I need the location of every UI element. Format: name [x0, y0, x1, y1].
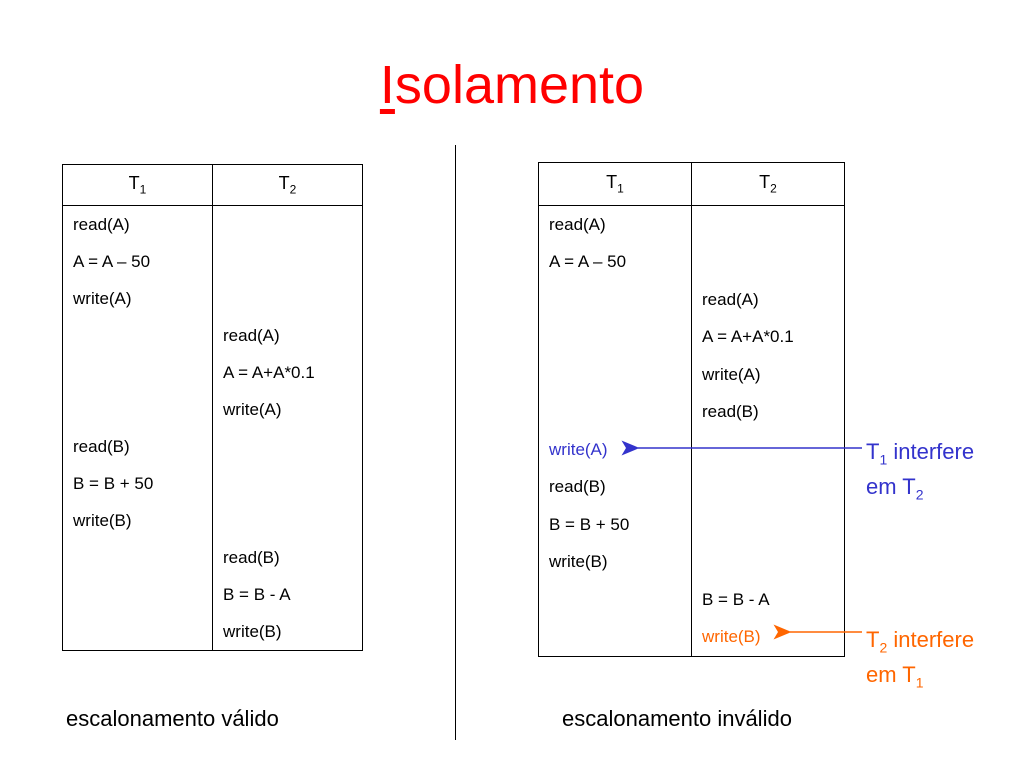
- table-row: write(A): [538, 356, 845, 394]
- cell-t2: write(B): [212, 613, 363, 651]
- cell-t2: B = B - A: [691, 581, 845, 619]
- table-row: read(B): [62, 428, 363, 465]
- cell-t2: [212, 280, 363, 317]
- cell-t2: [691, 468, 845, 506]
- table-row: A = A+A*0.1: [62, 354, 363, 391]
- table-row: write(B): [538, 618, 845, 657]
- cell-t1-conflict: write(A): [538, 431, 692, 469]
- cell-t2: [212, 502, 363, 539]
- cell-t2: [691, 543, 845, 581]
- table-row: B = B + 50: [62, 465, 363, 502]
- cell-t1: [538, 356, 692, 394]
- table-row: B = B + 50: [538, 506, 845, 544]
- cell-t2: B = B - A: [212, 576, 363, 613]
- cell-t1: [538, 281, 692, 319]
- table-row: write(B): [538, 543, 845, 581]
- table-row: read(A): [538, 205, 845, 244]
- title-first-letter: I: [379, 55, 395, 115]
- note-t1-interferes: T1 interfere em T2: [866, 439, 975, 503]
- table-row: B = B - A: [538, 581, 845, 619]
- table-header-row: T1 T2: [538, 162, 845, 206]
- cell-t1: [538, 393, 692, 431]
- table-row: read(A): [62, 205, 363, 243]
- table-row: write(A): [62, 391, 363, 428]
- title-rest: solamento: [394, 55, 645, 115]
- table-row: read(B): [538, 468, 845, 506]
- cell-t1: [62, 613, 213, 651]
- table-row: A = A – 50: [62, 243, 363, 280]
- cell-t1: [538, 318, 692, 356]
- caption-invalid: escalonamento inválido: [562, 706, 792, 731]
- cell-t2: write(A): [691, 356, 845, 394]
- cell-t1: [538, 581, 692, 619]
- table-row: read(B): [538, 393, 845, 431]
- cell-t1: [62, 354, 213, 391]
- table-row: read(A): [62, 317, 363, 354]
- cell-t1: A = A – 50: [538, 243, 692, 281]
- header-t1: T1: [62, 164, 213, 206]
- caption-valid: escalonamento válido: [66, 706, 279, 731]
- table-row: write(B): [62, 502, 363, 539]
- note-t2-interferes: T2 interfere em T1: [866, 627, 975, 691]
- slide-title: Isolamento: [0, 58, 1024, 112]
- cell-t2: A = A+A*0.1: [691, 318, 845, 356]
- table-row: write(A): [62, 280, 363, 317]
- cell-t2: [212, 465, 363, 502]
- table-row: write(B): [62, 613, 363, 651]
- cell-t1: B = B + 50: [538, 506, 692, 544]
- cell-t2: [212, 205, 363, 243]
- cell-t2: read(B): [691, 393, 845, 431]
- cell-t1: [62, 576, 213, 613]
- header-t2: T2: [212, 164, 363, 206]
- invalid-schedule-table: T1 T2 read(A) A = A – 50 read(A) A = A+A…: [538, 162, 845, 657]
- cell-t2: [691, 431, 845, 469]
- table-row: read(A): [538, 281, 845, 319]
- cell-t1: A = A – 50: [62, 243, 213, 280]
- cell-t2: read(A): [212, 317, 363, 354]
- table-row: read(B): [62, 539, 363, 576]
- cell-t2: read(A): [691, 281, 845, 319]
- cell-t2: [691, 243, 845, 281]
- cell-t1: write(B): [62, 502, 213, 539]
- cell-t2: read(B): [212, 539, 363, 576]
- cell-t2: A = A+A*0.1: [212, 354, 363, 391]
- table-header-row: T1 T2: [62, 164, 363, 206]
- table-row: A = A+A*0.1: [538, 318, 845, 356]
- cell-t1: [62, 539, 213, 576]
- valid-schedule-table: T1 T2 read(A) A = A – 50 write(A) read(A…: [62, 164, 363, 651]
- cell-t2: [691, 506, 845, 544]
- table-row: write(A): [538, 431, 845, 469]
- vertical-divider: [455, 145, 456, 740]
- cell-t2: write(A): [212, 391, 363, 428]
- header-t2: T2: [691, 162, 845, 206]
- cell-t1: B = B + 50: [62, 465, 213, 502]
- table-row: A = A – 50: [538, 243, 845, 281]
- cell-t1: [538, 618, 692, 657]
- cell-t1: read(B): [62, 428, 213, 465]
- cell-t1: [62, 317, 213, 354]
- cell-t2-conflict: write(B): [691, 618, 845, 657]
- cell-t1: read(B): [538, 468, 692, 506]
- cell-t2: [212, 428, 363, 465]
- cell-t2: [691, 205, 845, 244]
- cell-t1: write(A): [62, 280, 213, 317]
- table-row: B = B - A: [62, 576, 363, 613]
- cell-t2: [212, 243, 363, 280]
- cell-t1: read(A): [62, 205, 213, 243]
- header-t1: T1: [538, 162, 692, 206]
